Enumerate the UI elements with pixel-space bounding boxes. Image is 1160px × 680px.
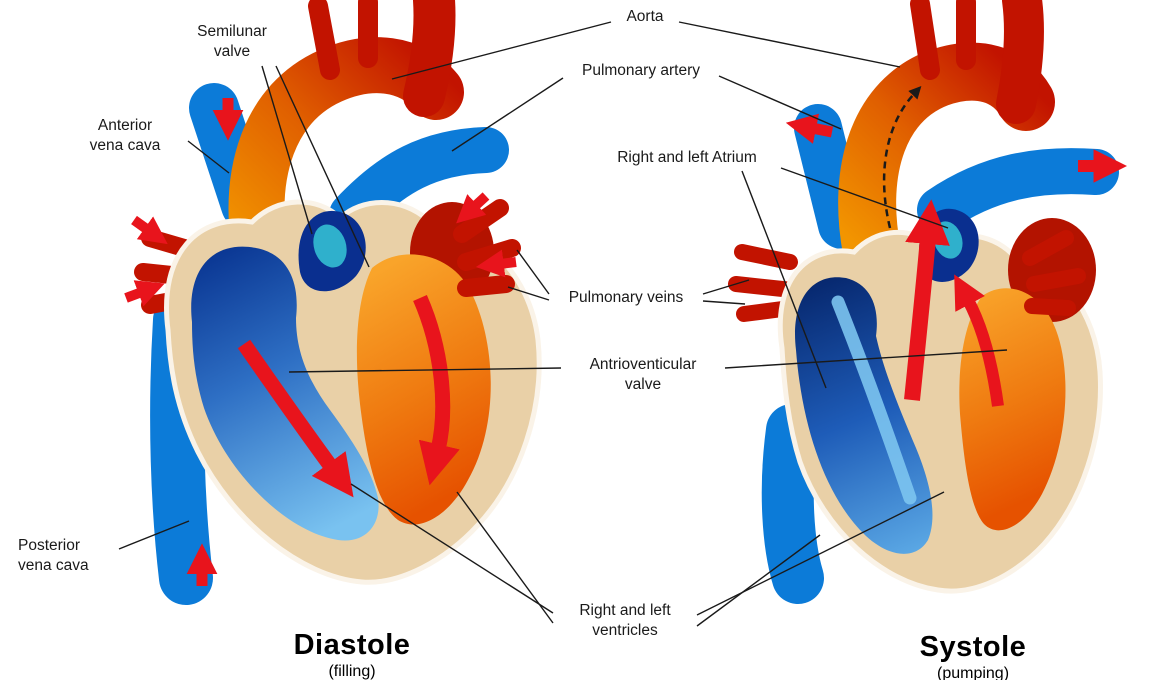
pulmonary-vein-stub — [1024, 298, 1076, 316]
pulmonary-vein-stub — [734, 244, 798, 270]
label-right-left-atrium: Right and left Atrium — [617, 149, 757, 166]
leader-line — [507, 286, 550, 301]
label-semilunar-valve: Semilunar valve — [197, 23, 267, 61]
pulmonary-vein-stub — [1022, 230, 1074, 266]
inflow-arrow — [475, 249, 517, 278]
leader-line — [451, 77, 564, 152]
leader-line — [780, 167, 949, 229]
systole-subtitle: (pumping) — [936, 665, 1010, 680]
aorta-arch-red — [996, 0, 1044, 124]
aorta-branch — [308, 0, 340, 80]
leader-line — [702, 300, 746, 305]
aorta-vessel — [228, 37, 464, 290]
blood-flow-arrow — [413, 294, 460, 486]
leader-line — [261, 65, 313, 235]
pulmonary-artery-vessel — [329, 127, 509, 238]
leader-line — [718, 75, 842, 130]
leader-line — [275, 65, 370, 268]
pulmonary-vein-stub — [728, 276, 800, 298]
anterior-vena-cava-vessel — [794, 104, 866, 249]
systole-heart-illustration — [728, 0, 1128, 604]
leader-line — [288, 367, 562, 373]
leader-line — [696, 534, 821, 627]
blood-flow-arrow — [237, 339, 354, 498]
pulmonary-vein-stub — [457, 275, 515, 297]
label-pulmonary-artery: Pulmonary artery — [581, 62, 700, 79]
label-posterior-vena-cava: Posterior vena cava — [18, 537, 89, 575]
aorta-arch-red — [403, 0, 456, 117]
aorta-branch — [910, 0, 940, 80]
leader-line — [678, 21, 901, 68]
right-chambers — [795, 277, 933, 554]
leader-line — [741, 170, 827, 389]
label-pulmonary-veins: Pulmonary veins — [568, 289, 684, 306]
diastole-heart-illustration — [124, 0, 542, 605]
chamber-highlight — [831, 295, 917, 505]
trunk-highlight — [313, 224, 347, 268]
inflow-arrow — [131, 215, 168, 245]
systole-title: Systole — [919, 631, 1027, 663]
phase-diastole: Diastole (filling) — [252, 629, 452, 680]
label-anterior-vena-cava: Anterior vena cava — [89, 117, 161, 155]
leader-line — [456, 491, 554, 624]
leader-line — [350, 483, 554, 614]
leader-line — [724, 349, 1008, 369]
phase-systole: Systole (pumping) — [873, 631, 1073, 680]
leader-line — [118, 520, 190, 550]
label-antrioventicular-valve: Antrioventicular valve — [589, 356, 697, 394]
leader-line — [187, 140, 230, 174]
diastole-subtitle: (filling) — [328, 663, 376, 680]
blood-flow-arrow — [904, 199, 950, 401]
label-aorta: Aorta — [626, 8, 664, 25]
inflow-arrow — [456, 192, 490, 224]
leader-line — [702, 279, 750, 295]
label-right-left-ventricles: Right and left ventricles — [579, 602, 671, 640]
leader-lines — [118, 21, 1008, 627]
leader-line — [696, 491, 945, 616]
aorta-flow-dashed-arrow — [882, 86, 922, 229]
pulmonary-vein-stub — [1026, 268, 1086, 292]
outflow-arrow — [785, 113, 834, 144]
leader-line — [391, 21, 612, 80]
diastole-title: Diastole — [293, 629, 411, 661]
blood-flow-arrow — [954, 274, 1004, 407]
leader-line — [516, 249, 550, 295]
inflow-arrow — [124, 280, 165, 307]
pulmonary-artery-vessel — [917, 148, 1119, 233]
